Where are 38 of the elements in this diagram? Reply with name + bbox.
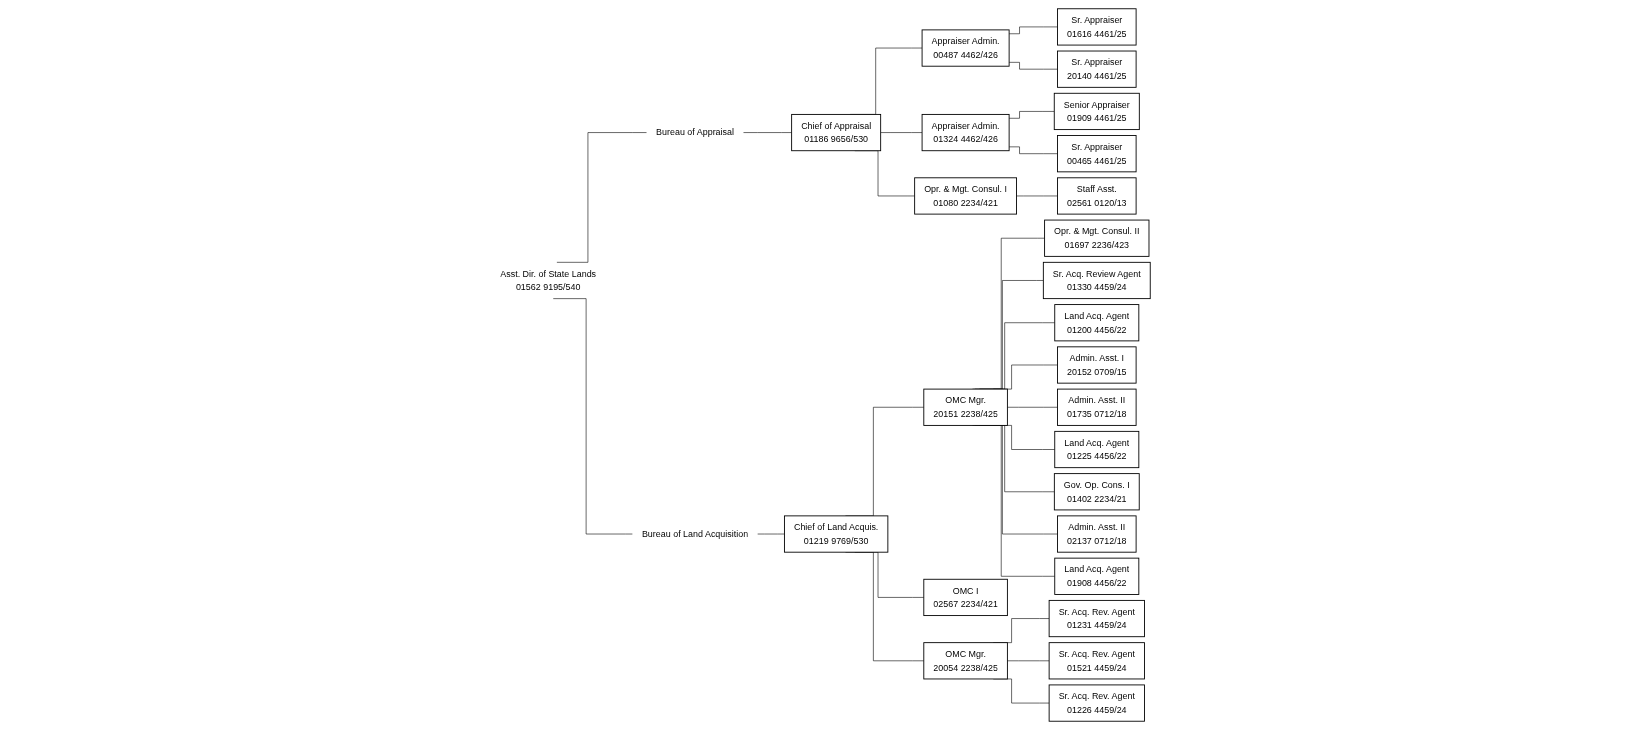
node-box: Sr. Acq. Rev. Agent 01231 4459/24 <box>1048 599 1145 638</box>
node-box: Sr. Appraiser 20140 4461/25 <box>1056 50 1137 88</box>
node-box: Land Acq. Agent 01200 4456/22 <box>1053 304 1139 342</box>
node-box: OMC I 02567 2234/421 <box>922 578 1008 616</box>
node-text: Bureau of Land Acquisition <box>641 528 748 539</box>
node-box: Admin. Asst. II 02137 0712/18 <box>1056 515 1137 553</box>
node-box: Gov. Op. Cons. I 01402 2234/21 <box>1053 473 1140 511</box>
node-box: Chief of Appraisal 01186 9656/530 <box>790 113 881 152</box>
connector <box>756 533 785 535</box>
node-box: Land Acq. Agent 01908 4456/22 <box>1053 557 1139 595</box>
node-box: OMC Mgr. 20054 2238/425 <box>922 642 1008 680</box>
node-box: OMC Mgr. 20151 2238/425 <box>922 388 1008 426</box>
node-box: Sr. Acq. Rev. Agent 01521 4459/24 <box>1048 642 1145 680</box>
node-box: Sr. Appraiser 01616 4461/25 <box>1056 8 1137 46</box>
connector <box>1008 146 1058 154</box>
node-box: Admin. Asst. II 01735 0712/18 <box>1056 388 1137 426</box>
node-box: Opr. & Mgt. Consul. I 01080 2234/421 <box>913 177 1017 215</box>
node-box: Senior Appraiser 01909 4461/25 <box>1053 92 1140 131</box>
node-box: Chief of Land Acquis. 01219 9769/530 <box>783 515 888 553</box>
node-box: Sr. Acq. Review Agent 01330 4459/24 <box>1042 261 1151 300</box>
connector <box>879 132 922 133</box>
node-box: Sr. Acq. Rev. Agent 01226 4459/24 <box>1048 684 1145 722</box>
connector <box>1008 111 1055 119</box>
node-text: Asst. Dir. of State Lands 01562 9195/540 <box>499 268 596 292</box>
node-box: Admin. Asst. I 20152 0709/15 <box>1056 346 1137 384</box>
node-box: Land Acq. Agent 01225 4456/22 <box>1053 430 1139 469</box>
node-box: Sr. Appraiser 00465 4461/25 <box>1056 135 1137 173</box>
connector <box>742 132 792 133</box>
node-box: Staff Asst. 02561 0120/13 <box>1056 177 1137 215</box>
connector <box>1008 26 1058 35</box>
node-box: Opr. & Mgt. Consul. II 01697 2236/423 <box>1043 219 1149 257</box>
connector <box>1008 62 1058 70</box>
node-text: Bureau of Appraisal <box>655 127 734 138</box>
connector <box>1006 406 1058 408</box>
node-box: Appraiser Admin. 00487 4462/426 <box>921 29 1010 67</box>
connector <box>1006 660 1049 662</box>
node-box: Appraiser Admin. 01324 4462/426 <box>921 113 1010 152</box>
connector <box>1015 195 1058 197</box>
